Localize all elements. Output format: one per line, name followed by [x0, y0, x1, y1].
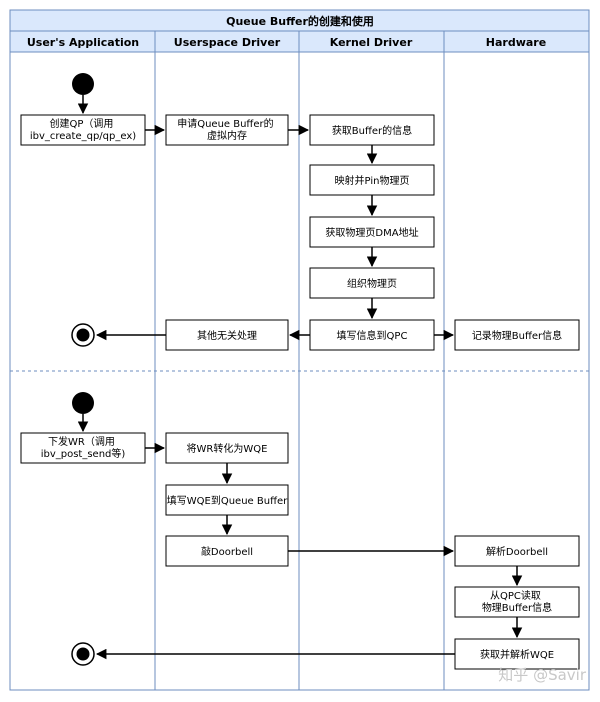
fetch-wqe-box [454, 638, 580, 670]
post-wr-label: 下发WR（调用 ibv_post_send等) [41, 435, 126, 460]
post-wr-box [20, 432, 146, 464]
parse-doorbell-box [454, 535, 580, 567]
doorbell-box [165, 535, 289, 567]
lane-header-kernel: Kernel Driver [330, 36, 413, 49]
alloc-buffer-box [165, 114, 289, 146]
diagram-title: Queue Buffer的创建和使用 [226, 14, 374, 28]
other-processing-label: 其他无关处理 [197, 329, 257, 342]
get-buffer-info-box [309, 114, 435, 146]
create-qp-box [20, 114, 146, 146]
end-node-core [76, 647, 90, 661]
watermark: 知乎 @Savir [498, 666, 586, 684]
fetch-wqe-label: 获取并解析WQE [480, 648, 554, 661]
lane-header-user: Userspace Driver [174, 36, 281, 49]
organize-pages-label: 组织物理页 [347, 277, 397, 290]
parse-doorbell-label: 解析Doorbell [486, 545, 548, 558]
record-buffer-box [454, 319, 580, 351]
convert-wqe-label: 将WR转化为WQE [187, 442, 268, 455]
read-qpc-label: 从QPC读取 物理Buffer信息 [482, 589, 552, 614]
create-qp-label: 创建QP（调用 ibv_create_qp/qp_ex) [30, 117, 136, 142]
convert-wqe-box [165, 432, 289, 464]
doorbell-label: 敲Doorbell [201, 545, 253, 558]
fill-qpc-label: 填写信息到QPC [337, 329, 408, 342]
fill-wqe-label: 填写WQE到Queue Buffer [167, 494, 288, 507]
get-dma-box [309, 216, 435, 248]
start-node [72, 392, 94, 414]
start-node [72, 73, 94, 95]
record-buffer-label: 记录物理Buffer信息 [472, 329, 562, 342]
end-node-core [76, 328, 90, 342]
alloc-buffer-label: 申请Queue Buffer的 虚拟内存 [177, 117, 277, 142]
lane-header-app: User's Application [27, 36, 139, 49]
read-qpc-box [454, 586, 580, 618]
get-buffer-info-label: 获取Buffer的信息 [332, 124, 412, 137]
other-processing-box [165, 319, 289, 351]
lane-header-hw: Hardware [486, 36, 546, 49]
get-dma-label: 获取物理页DMA地址 [325, 226, 418, 239]
organize-pages-box [309, 267, 435, 299]
map-pin-label: 映射并Pin物理页 [335, 174, 410, 187]
